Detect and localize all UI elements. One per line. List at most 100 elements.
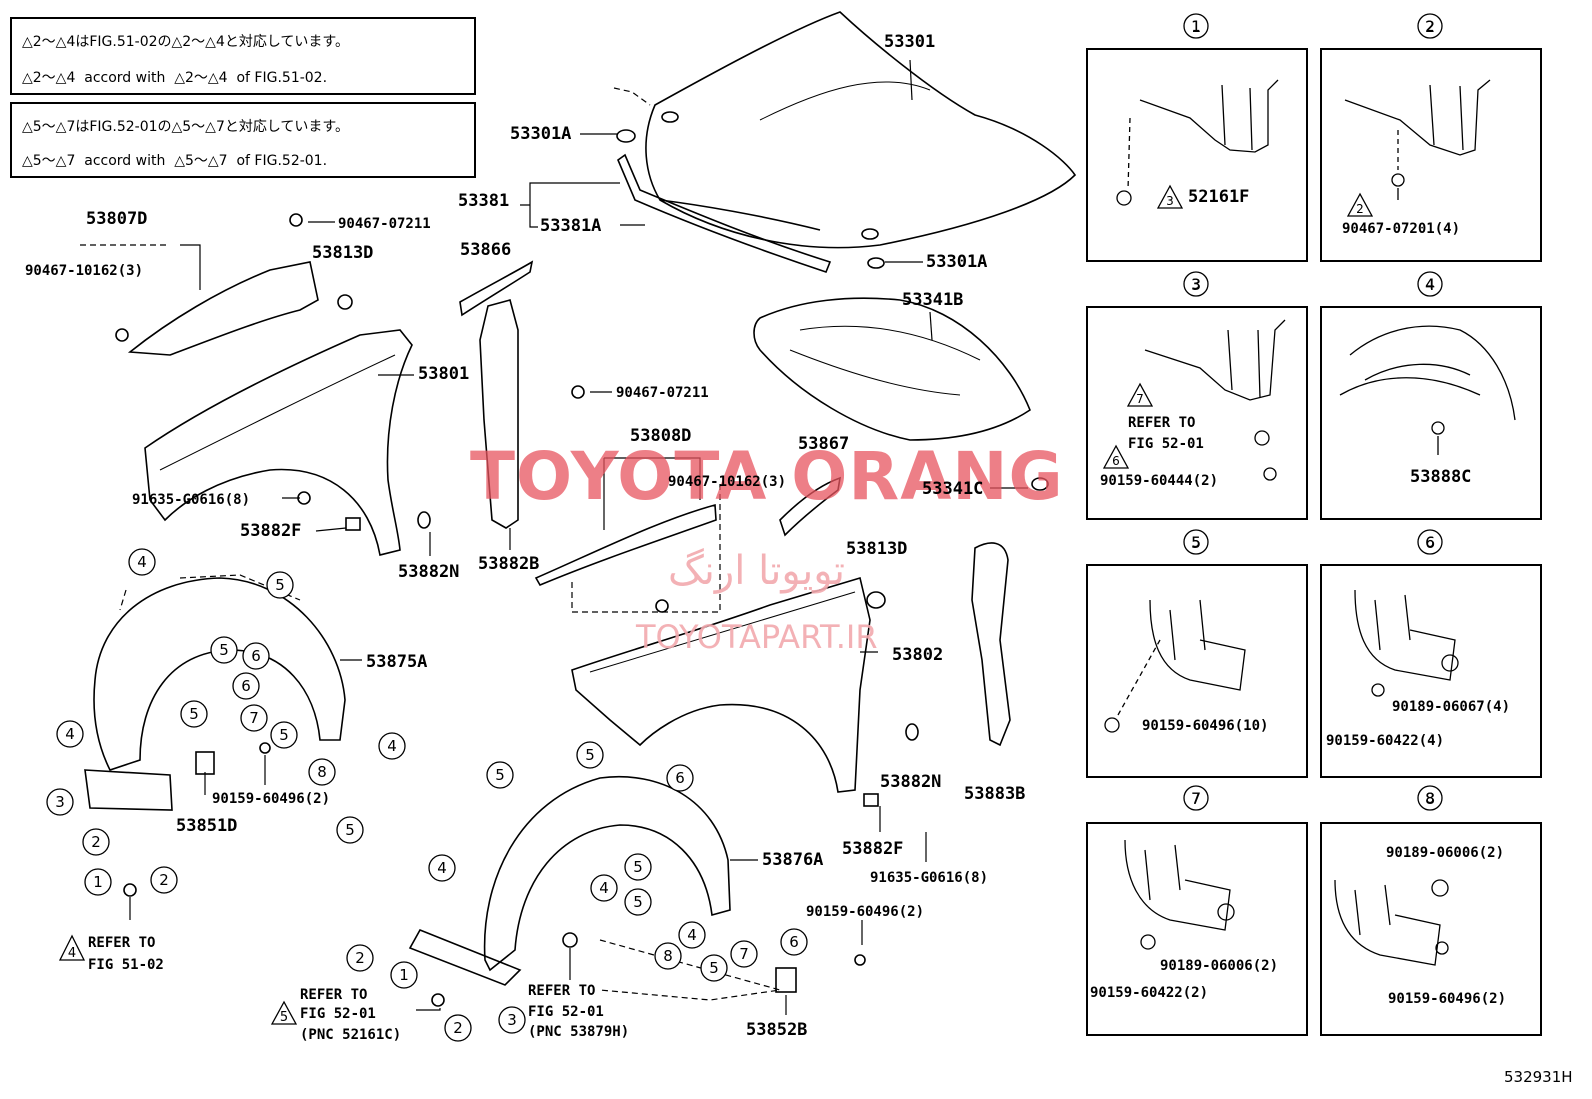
- svg-text:6: 6: [789, 933, 799, 951]
- detail-panel-8: [1320, 822, 1542, 1036]
- refer-to-text: REFER TO: [300, 987, 368, 1003]
- seal-53882b: [479, 299, 519, 529]
- note-box-fig-52-01: △5〜△7はFIG.52-01の△5〜△7と対応しています。 △5〜△7 acc…: [10, 102, 476, 178]
- panel-part-label-52161f: 52161F: [1188, 187, 1250, 207]
- panel-part-label-90189-06006: 90189-06006(2): [1160, 958, 1279, 974]
- svg-text:7: 7: [739, 945, 749, 963]
- part-label-53381: 53381: [458, 191, 510, 211]
- panel-number: 6: [1425, 533, 1436, 552]
- part-label-53381a: 53381A: [540, 216, 602, 236]
- fender-apron-seal-right: [534, 503, 717, 587]
- svg-text:8: 8: [1426, 791, 1435, 807]
- panel-part-label-90189-06067: 90189-06067(4): [1392, 699, 1511, 715]
- part-label-53301: 53301: [884, 32, 936, 52]
- seal-53883b: [971, 542, 1011, 747]
- svg-text:5: 5: [280, 1010, 288, 1025]
- panel-number: 3: [1191, 275, 1202, 294]
- svg-text:4: 4: [687, 926, 697, 944]
- panel-part-label-90159-60496: 90159-60496(2): [1388, 991, 1507, 1007]
- hood-seal: [617, 153, 832, 273]
- panel-part-label-90159-60422: 90159-60422(2): [1090, 985, 1209, 1001]
- svg-text:4: 4: [437, 859, 447, 877]
- svg-text:1: 1: [399, 966, 409, 984]
- panel-part-label-90189-06006: 90189-06006(2): [1386, 845, 1505, 861]
- panel-part-label-90159-60444: 90159-60444(2): [1100, 473, 1219, 489]
- panel-number: 2: [1425, 17, 1436, 36]
- watermark-persian: تویوتا ارنگ: [668, 548, 845, 594]
- part-label-90467-10162: 90467-10162(3): [668, 474, 787, 490]
- part-label-53301a: 53301A: [510, 124, 572, 144]
- svg-text:5: 5: [345, 821, 355, 839]
- svg-text:3: 3: [55, 793, 65, 811]
- part-label-53851d: 53851D: [176, 816, 238, 836]
- part-label-90467-10162: 90467-10162(3): [25, 263, 144, 279]
- part-label-91635-g0616: 91635-G0616(8): [870, 870, 989, 886]
- svg-text:5: 5: [633, 893, 643, 911]
- panel-refer-to: REFER TO: [1128, 415, 1196, 431]
- svg-text:4: 4: [65, 725, 75, 743]
- seal-53866: [459, 260, 534, 317]
- part-label-53875a: 53875A: [366, 652, 428, 672]
- part-label-53801: 53801: [418, 364, 470, 384]
- refer-to-fig: FIG 51-02: [88, 957, 164, 973]
- panel-number: 1: [1191, 17, 1202, 36]
- svg-text:5: 5: [1192, 535, 1201, 551]
- part-label-90467-07211: 90467-07211: [616, 385, 709, 401]
- part-label-53867: 53867: [798, 434, 850, 454]
- detail-panel-4: [1320, 306, 1542, 520]
- svg-text:8: 8: [663, 947, 673, 965]
- panel-number: 4: [1425, 275, 1436, 294]
- detail-panel-3: [1086, 306, 1308, 520]
- part-label-53882b: 53882B: [478, 554, 540, 574]
- front-fender-left: [144, 329, 413, 556]
- engine-undercover: [753, 297, 1031, 441]
- panel-part-label-90159-60422: 90159-60422(4): [1326, 733, 1445, 749]
- front-fender-right: [571, 576, 871, 793]
- part-label-90159-60496: 90159-60496(2): [212, 791, 331, 807]
- panel-number: 7: [1191, 789, 1202, 808]
- note-text-en: △2〜△4 accord with △2〜△4 of FIG.51-02.: [22, 70, 328, 86]
- note-text-jp: △5〜△7はFIG.52-01の△5〜△7と対応しています。: [22, 119, 350, 135]
- part-label-53301a: 53301A: [926, 252, 988, 272]
- note-text-en: △5〜△7 accord with △5〜△7 of FIG.52-01.: [22, 153, 328, 169]
- panel-part-label-53888c: 53888C: [1410, 467, 1472, 487]
- svg-text:4: 4: [1426, 277, 1435, 293]
- part-label-53882n: 53882N: [398, 562, 460, 582]
- part-label-53882f: 53882F: [240, 521, 302, 541]
- part-label-53852b: 53852B: [746, 1020, 808, 1040]
- part-label-53341b: 53341B: [902, 290, 964, 310]
- detail-panel-2: [1320, 48, 1542, 262]
- svg-text:3: 3: [1192, 277, 1201, 293]
- svg-text:3: 3: [507, 1011, 517, 1029]
- fender-apron-seal: [127, 261, 319, 356]
- part-label-53813d: 53813D: [312, 243, 374, 263]
- svg-text:5: 5: [709, 959, 719, 977]
- panel-number: 8: [1425, 789, 1436, 808]
- fender-liner-left: [93, 577, 346, 771]
- part-label-53876a: 53876A: [762, 850, 824, 870]
- refer-to-text: REFER TO: [88, 935, 156, 951]
- detail-panel-7: [1086, 822, 1308, 1036]
- svg-text:5: 5: [279, 726, 289, 744]
- detail-panel-5: [1086, 564, 1308, 778]
- part-label-91635-g0616: 91635-G0616(8): [132, 492, 251, 508]
- svg-text:5: 5: [585, 746, 595, 764]
- svg-text:2: 2: [91, 833, 101, 851]
- detail-panel-6: [1320, 564, 1542, 778]
- panel-number: 5: [1191, 533, 1202, 552]
- svg-text:7: 7: [1136, 392, 1144, 406]
- part-label-53813d: 53813D: [846, 539, 908, 559]
- fender-liner-right: [483, 776, 731, 972]
- svg-text:5: 5: [219, 641, 229, 659]
- svg-text:2: 2: [453, 1019, 463, 1037]
- svg-text:6: 6: [251, 647, 261, 665]
- detail-panel-1: [1086, 48, 1308, 262]
- part-label-53882n: 53882N: [880, 772, 942, 792]
- part-label-90159-60496: 90159-60496(2): [806, 904, 925, 920]
- refer-to-fig: FIG 52-01: [300, 1006, 376, 1022]
- note-text-jp: △2〜△4はFIG.51-02の△2〜△4と対応しています。: [22, 34, 350, 50]
- svg-text:4: 4: [599, 879, 609, 897]
- svg-text:2: 2: [1426, 19, 1435, 35]
- svg-text:4: 4: [387, 737, 397, 755]
